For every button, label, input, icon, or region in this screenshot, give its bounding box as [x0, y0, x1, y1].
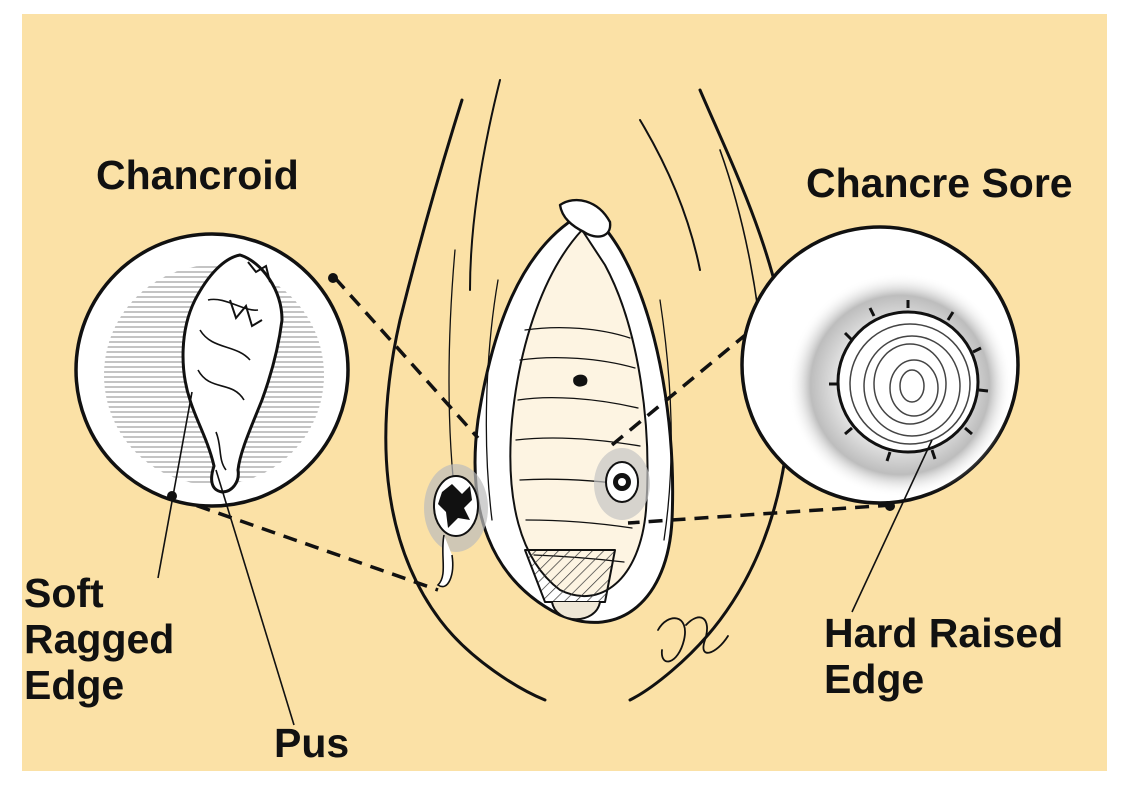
soft-edge-line-3: Edge: [24, 662, 174, 708]
soft-ragged-edge-label: Soft Ragged Edge: [24, 570, 174, 708]
chancroid-circle: [76, 234, 348, 506]
right-lesion: [594, 448, 650, 520]
hard-edge-line-2: Edge: [824, 656, 1063, 702]
chancroid-title: Chancroid: [96, 152, 299, 198]
chancre-sore-title: Chancre Sore: [806, 160, 1073, 206]
hard-edge-line-1: Hard Raised: [824, 610, 1063, 656]
hard-raised-edge-label: Hard Raised Edge: [824, 610, 1063, 702]
soft-edge-line-2: Ragged: [24, 616, 174, 662]
soft-edge-line-1: Soft: [24, 570, 174, 616]
pus-label: Pus: [274, 720, 349, 766]
